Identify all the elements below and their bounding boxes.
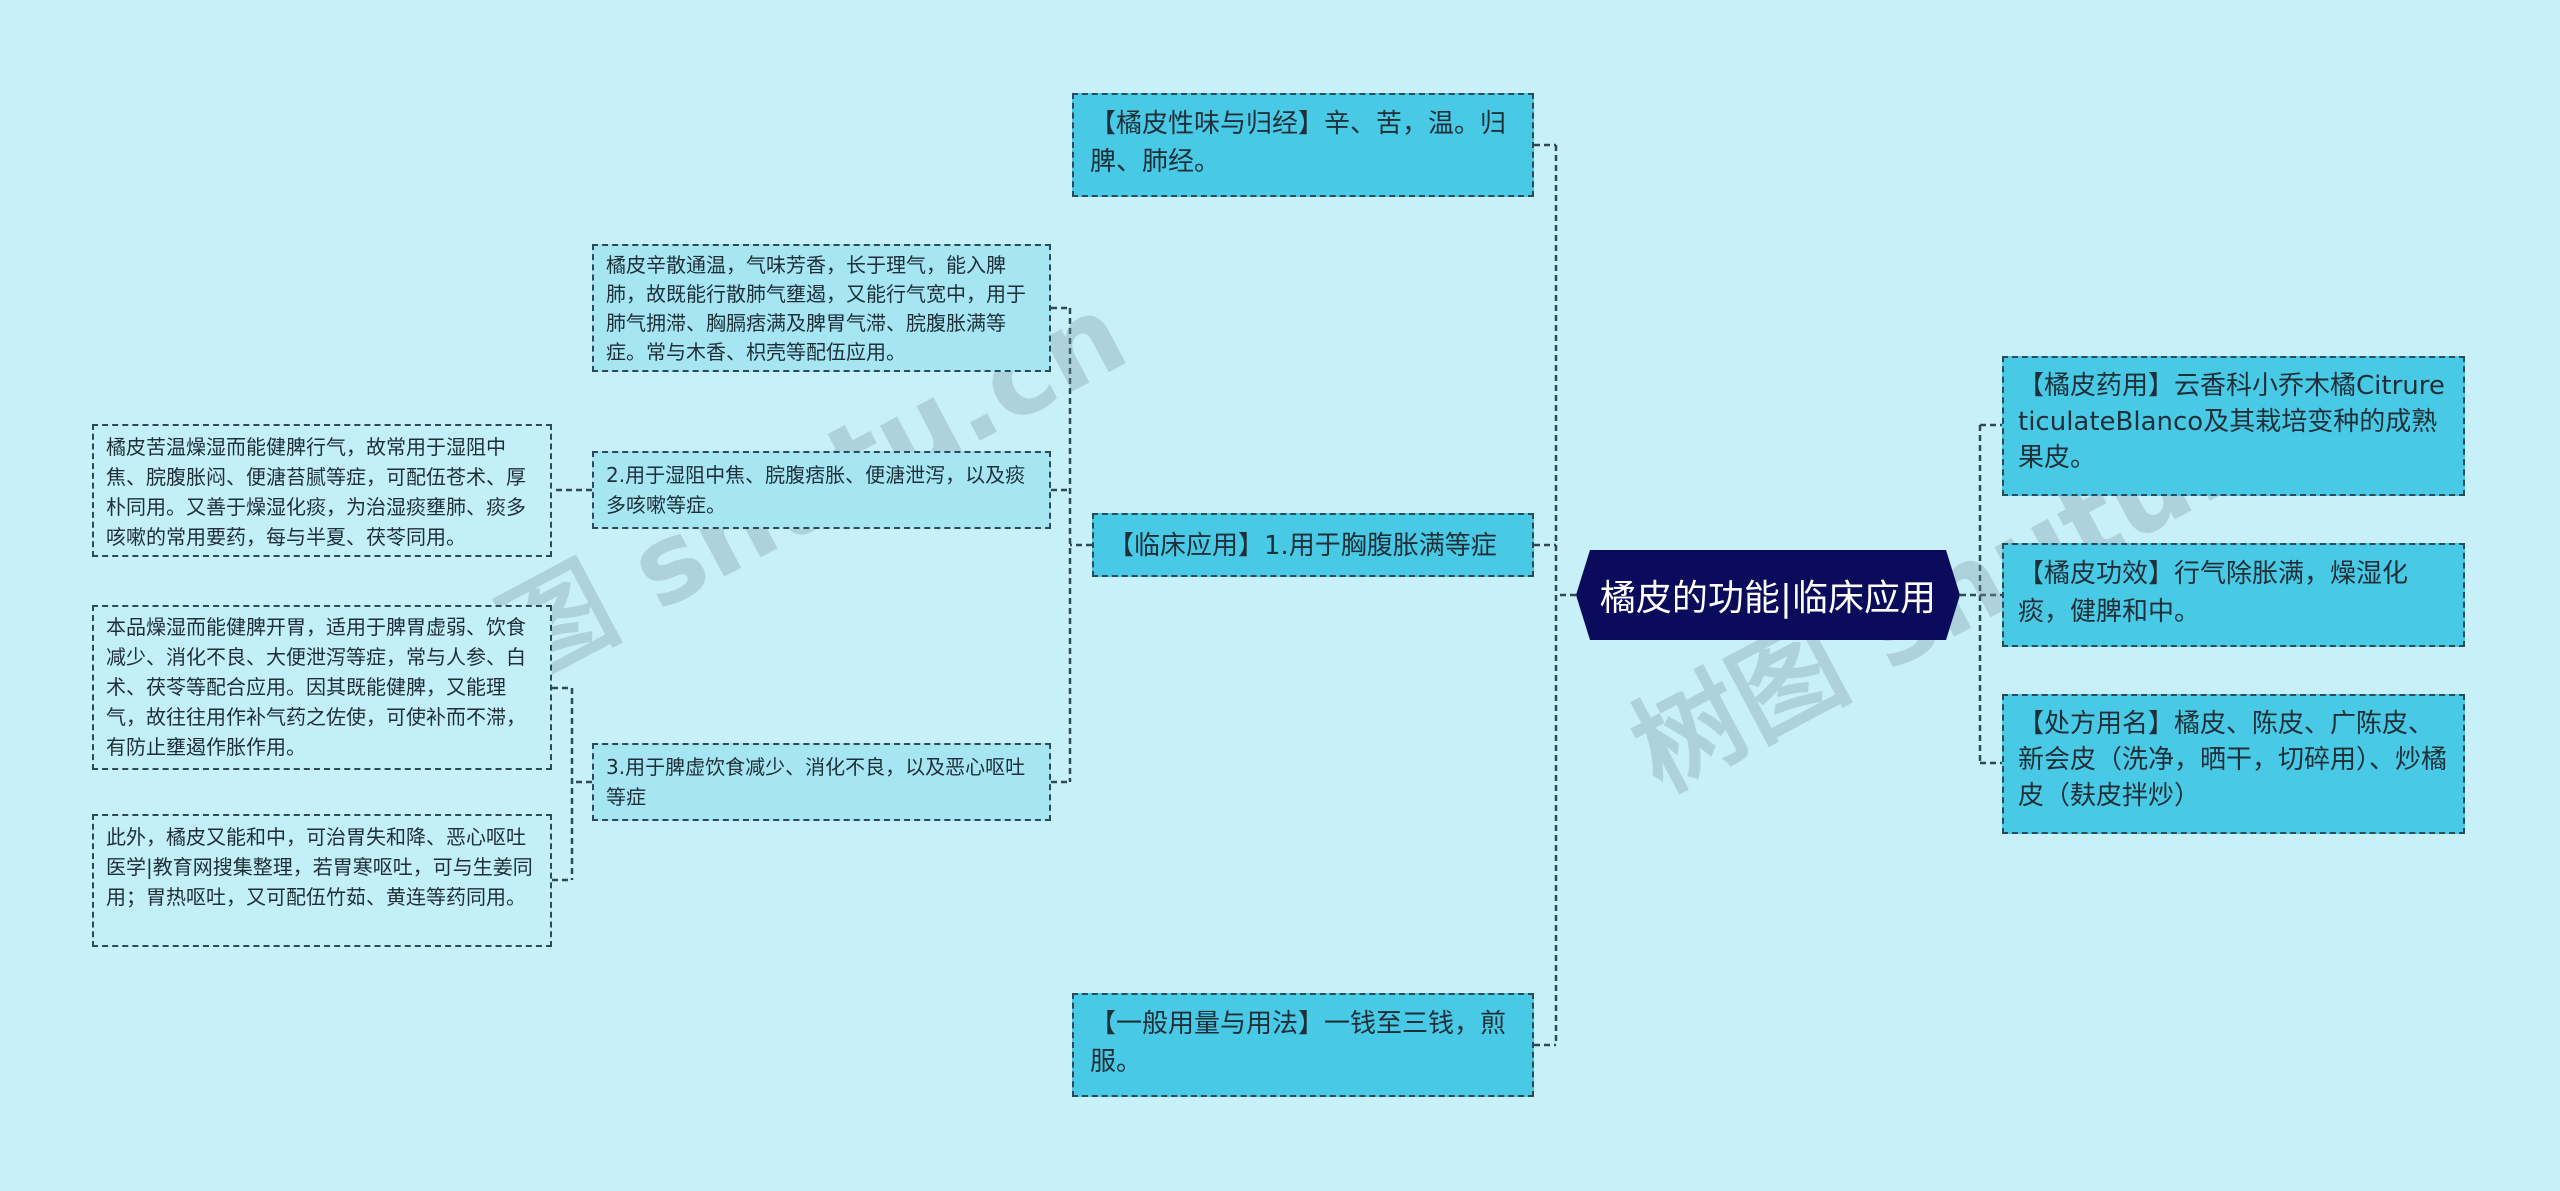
clinical-item-2[interactable]: 2.用于湿阻中焦、脘腹痞胀、便溏泄泻，以及痰多咳嗽等症。 [592, 451, 1051, 529]
branch-clinical-use[interactable]: 【临床应用】1.用于胸腹胀满等症 [1092, 513, 1534, 577]
clinical-item-3-detail-b[interactable]: 此外，橘皮又能和中，可治胃失和降、恶心呕吐医学|教育网搜集整理，若胃寒呕吐，可与… [92, 814, 552, 947]
branch-medicinal-source[interactable]: 【橘皮药用】云香科小乔木橘CitrureticulateBlanco及其栽培变种… [2002, 356, 2465, 496]
center-topic[interactable]: 橘皮的功能|临床应用 [1576, 550, 1960, 640]
branch-dosage[interactable]: 【一般用量与用法】一钱至三钱，煎服。 [1072, 993, 1534, 1097]
clinical-item-3-detail-a[interactable]: 本品燥湿而能健脾开胃，适用于脾胃虚弱、饮食减少、消化不良、大便泄泻等症，常与人参… [92, 605, 552, 770]
branch-taste-meridian[interactable]: 【橘皮性味与归经】辛、苦，温。归脾、肺经。 [1072, 93, 1534, 197]
clinical-item-2-detail[interactable]: 橘皮苦温燥湿而能健脾行气，故常用于湿阻中焦、脘腹胀闷、便溏苔腻等症，可配伍苍术、… [92, 424, 552, 557]
branch-efficacy[interactable]: 【橘皮功效】行气除胀满，燥湿化痰，健脾和中。 [2002, 543, 2465, 647]
branch-prescription-names[interactable]: 【处方用名】橘皮、陈皮、广陈皮、新会皮（洗净，晒干，切碎用）、炒橘皮（麸皮拌炒） [2002, 694, 2465, 834]
clinical-item-3[interactable]: 3.用于脾虚饮食减少、消化不良，以及恶心呕吐等症 [592, 743, 1051, 821]
clinical-item-1[interactable]: 橘皮辛散通温，气味芳香，长于理气，能入脾肺，故既能行散肺气壅遏，又能行气宽中，用… [592, 244, 1051, 372]
